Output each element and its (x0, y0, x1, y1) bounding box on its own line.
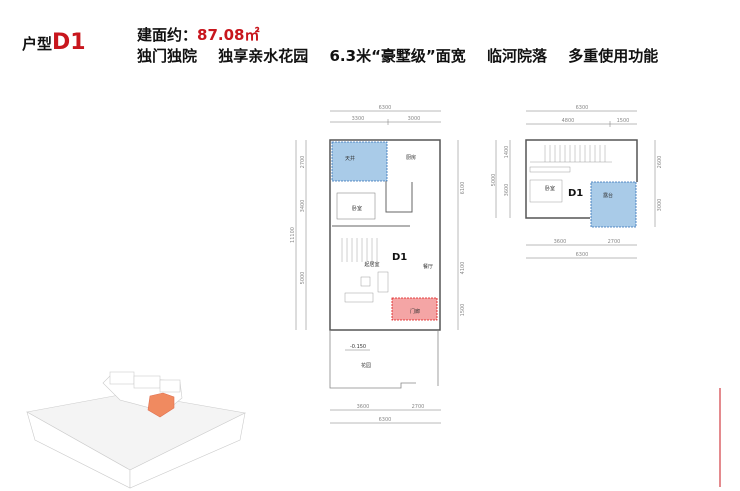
room-porch: 门廊 (410, 308, 420, 315)
dim-top-total: 6300 (576, 105, 589, 111)
dim-bottom-right: 2700 (608, 239, 621, 245)
dim-left-c: 5000 (300, 272, 306, 285)
room-bedroom: 卧室 (545, 185, 555, 192)
unit-code: D1 (52, 30, 86, 55)
dim-bottom-right: 2700 (412, 404, 425, 410)
dim-left-b: 3400 (300, 200, 306, 213)
feature-item: 多重使用功能 (568, 47, 659, 65)
feature-item: 独享亲水花园 (218, 47, 309, 65)
feature-item: 独门独院 (137, 47, 198, 65)
dim-bottom-left: 3600 (357, 404, 370, 410)
dim-right-a: 6100 (460, 182, 466, 195)
plan-label: D1 (392, 252, 407, 263)
dim-right-b: 3000 (657, 199, 663, 212)
area-label: 建面约： (137, 26, 198, 44)
feature-item: 临河院落 (487, 47, 548, 65)
dim-top-left: 4800 (562, 118, 575, 124)
area-value: 87.08㎡ (197, 26, 260, 44)
feature-list: 独门独院 独享亲水花园 6.3米“豪墅级”面宽 临河院落 多重使用功能 (137, 45, 674, 66)
feature-item: 6.3米“豪墅级”面宽 (329, 47, 466, 65)
unit-type-title: 户型D1 (22, 30, 86, 55)
room-light-well: 天井 (345, 155, 355, 162)
dim-bottom-total: 6300 (379, 417, 392, 423)
area-line: 建面约：87.08㎡ (137, 24, 259, 45)
plan-label: D1 (568, 188, 583, 199)
unit-highlight (147, 392, 175, 418)
room-kitchen: 厨房 (406, 154, 416, 161)
unit-prefix: 户型 (22, 35, 53, 53)
dim-right-b: 4100 (460, 262, 466, 275)
dim-left-total: 11100 (290, 227, 296, 243)
room-garden: 花园 (361, 362, 371, 369)
dim-left-a: 2700 (300, 156, 306, 169)
room-bedroom: 卧室 (352, 205, 362, 212)
dim-right-a: 2600 (657, 156, 663, 169)
dim-bottom-total: 6300 (576, 252, 589, 258)
dim-top-total: 6300 (379, 105, 392, 111)
upper-floor-plan: 6300 4800 1500 5000 1400 3600 2600 3000 … (491, 105, 663, 259)
elevation-mark: -0.150 (350, 344, 366, 350)
dim-top-right: 1500 (617, 118, 630, 124)
dim-top-left: 3300 (352, 116, 365, 122)
site-massing-model (26, 371, 246, 489)
room-dining: 餐厅 (423, 263, 433, 270)
ground-floor-plan: 6300 3300 3000 11100 2700 3400 5000 6100… (290, 105, 466, 424)
dim-left-total: 5000 (491, 174, 497, 187)
dim-top-right: 3000 (408, 116, 421, 122)
dim-right-c: 1500 (460, 304, 466, 317)
room-terrace: 露台 (603, 192, 613, 199)
dim-left-b: 3600 (504, 184, 510, 197)
room-living: 起居室 (364, 261, 379, 268)
dim-left-a: 1400 (504, 146, 510, 159)
dim-bottom-left: 3600 (554, 239, 567, 245)
